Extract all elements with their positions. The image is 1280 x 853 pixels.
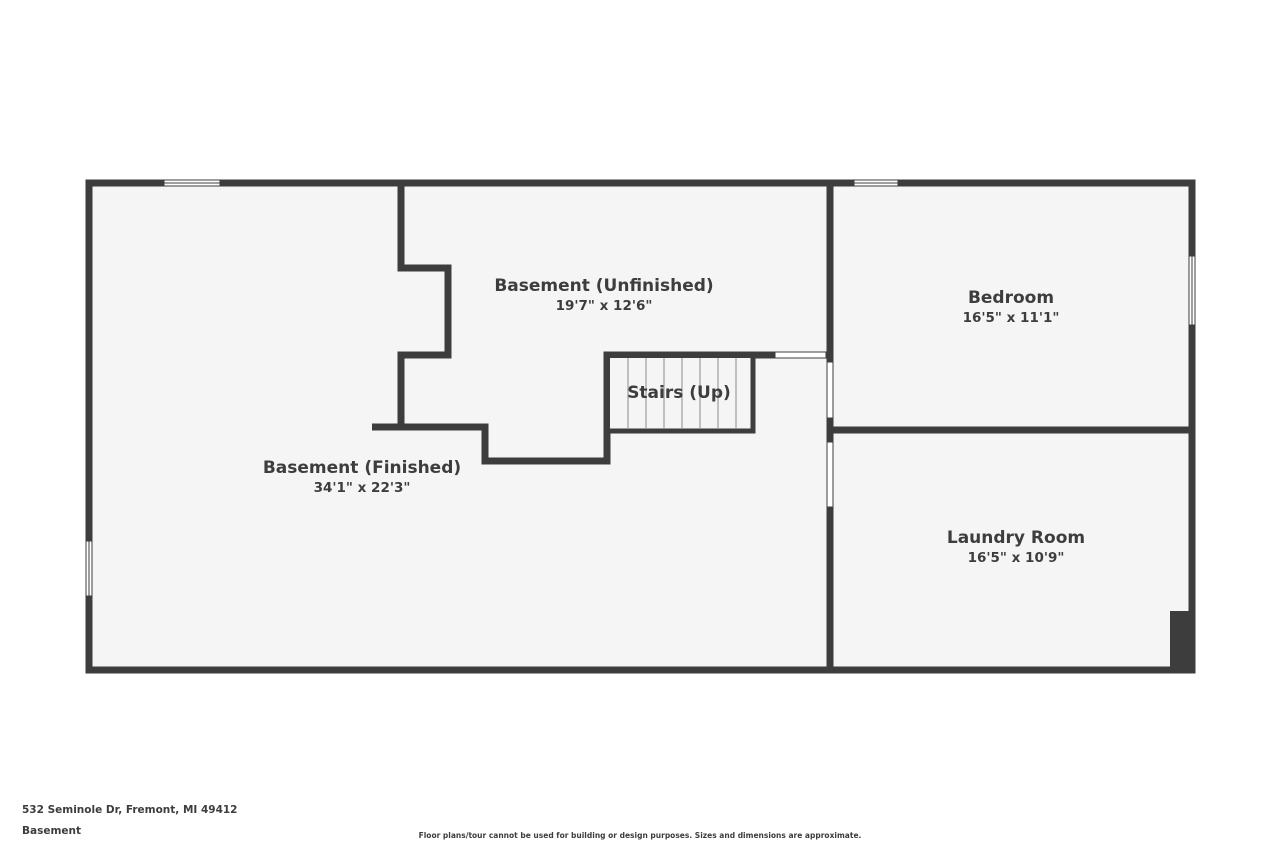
stairs: [607, 355, 756, 434]
room-name-laundry: Laundry Room: [947, 528, 1085, 548]
window: [1188, 255, 1196, 326]
stairs-wall: [607, 355, 756, 434]
room-dims-laundry: 16'5" x 10'9": [968, 550, 1065, 566]
room-name-stairs: Stairs (Up): [627, 383, 731, 403]
room-name-unfinished: Basement (Unfinished): [494, 276, 713, 296]
stair-treads: [627, 358, 737, 428]
window: [163, 179, 221, 187]
disclaimer: Floor plans/tour cannot be used for buil…: [418, 831, 862, 840]
opening: [774, 351, 827, 359]
room-dims-unfinished: 19'7" x 12'6": [556, 298, 653, 314]
floor-label: Basement: [22, 825, 82, 837]
window: [85, 540, 93, 597]
chimney: [1170, 611, 1189, 668]
room-name-finished: Basement (Finished): [263, 458, 461, 478]
window: [853, 179, 899, 187]
room-dims-bedroom: 16'5" x 11'1": [963, 310, 1060, 326]
property-address: 532 Seminole Dr, Fremont, MI 49412: [22, 804, 238, 816]
unfinished-basement-wall: [401, 351, 775, 465]
doorway: [826, 441, 834, 508]
room-dims-finished: 34'1" x 22'3": [314, 480, 411, 496]
room-name-bedroom: Bedroom: [968, 288, 1054, 308]
doorway: [826, 361, 834, 419]
